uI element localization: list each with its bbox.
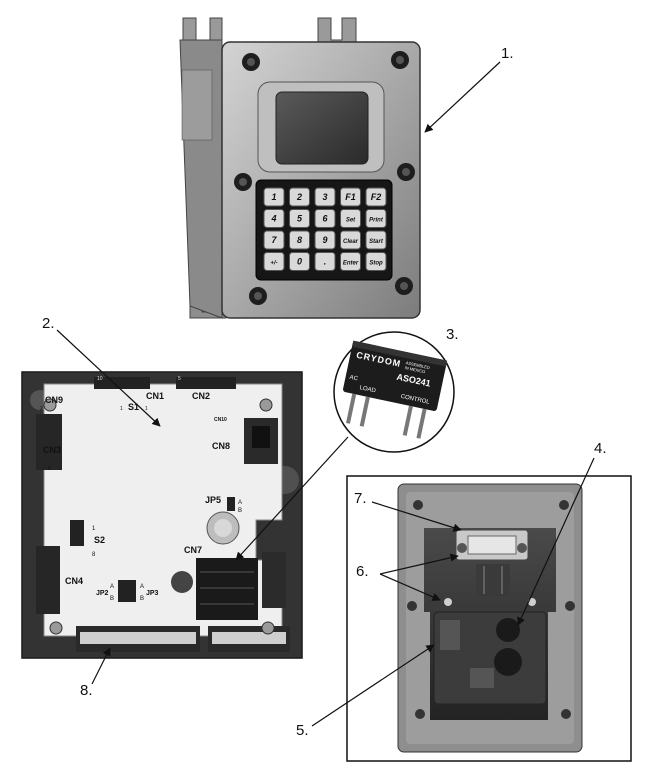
key-label: 0 (297, 257, 302, 267)
key-18 (340, 252, 361, 271)
label-cn10: CN10 (214, 417, 227, 423)
relay-callout: CRYDOM ASSEMBLED IN MEXICO ASO241 AC LOA… (333, 331, 455, 453)
board-labels: CN9 CN1 CN2 CN3 CN8 CN10 JP5 S1 S2 CN7 C… (40, 376, 242, 602)
key-6 (289, 209, 310, 228)
key-label: 4 (270, 214, 276, 224)
leader-6b (379, 573, 441, 601)
key-7 (314, 209, 336, 228)
label-cn4: CN4 (65, 576, 83, 586)
key-17 (314, 252, 336, 271)
key-label: F2 (371, 192, 382, 202)
key-5 (263, 209, 285, 228)
pin-label-1a: 1 (120, 406, 123, 412)
leader-lines (56, 61, 595, 727)
indicator-enclosure (179, 17, 421, 319)
label-s2: S2 (94, 535, 105, 545)
pin-label-5b: 5 (48, 466, 51, 472)
label-jp2-a: A (110, 584, 114, 590)
pin-label-1c: 1 (92, 526, 96, 532)
label-jp3: JP3 (146, 590, 159, 597)
leader-7 (371, 501, 462, 532)
key-label: Print (369, 218, 384, 224)
label-jp3-b: B (140, 596, 144, 602)
relay-note-2: IN MEXICO (404, 365, 425, 374)
key-label: Enter (343, 261, 359, 267)
callout-2: 2. (42, 315, 55, 332)
relay-ac: AC (349, 375, 359, 383)
key-16 (289, 252, 310, 271)
label-cn3: CN3 (43, 445, 61, 455)
key-1 (289, 187, 310, 207)
relay-load: LOAD (359, 385, 377, 394)
key-label: Set (346, 218, 356, 224)
leader-6a (379, 553, 459, 575)
key-9 (365, 209, 387, 228)
key-13 (340, 230, 361, 250)
key-label: Start (369, 239, 384, 245)
key-label: F1 (345, 192, 356, 202)
callout-3: 3. (446, 326, 459, 343)
pin-label-1b: 1 (145, 406, 148, 412)
pin-label-2: 2 (40, 406, 43, 412)
leader-3 (235, 436, 349, 561)
label-jp5: JP5 (205, 495, 221, 505)
callout-5: 5. (296, 722, 309, 739)
key-14 (365, 230, 387, 250)
main-board-photo (21, 371, 303, 659)
key-15 (263, 252, 285, 271)
key-2 (314, 187, 336, 207)
key-label: 3 (322, 192, 327, 202)
key-label: 2 (296, 192, 302, 202)
leader-2 (56, 329, 161, 427)
key-label: 8 (297, 235, 302, 245)
label-s1: S1 (128, 402, 139, 412)
label-cn9: CN9 (45, 395, 63, 405)
key-8 (340, 209, 361, 228)
key-12 (314, 230, 336, 250)
label-jp5-b: B (238, 508, 242, 514)
key-label: 1 (271, 192, 276, 202)
key-label: Clear (343, 239, 359, 245)
key-label: . (324, 257, 327, 267)
key-0 (263, 187, 285, 207)
callout-7: 7. (354, 490, 367, 507)
label-jp5-a: A (238, 500, 242, 506)
callout-8: 8. (80, 682, 93, 699)
callout-4: 4. (594, 440, 607, 457)
key-10 (263, 230, 285, 250)
label-cn1: CN1 (146, 391, 164, 401)
leader-8 (91, 647, 111, 685)
callout-1: 1. (501, 45, 514, 62)
key-label: 7 (271, 235, 277, 245)
relay-note-1: ASSEMBLED (405, 360, 430, 370)
leader-1 (424, 61, 501, 133)
key-label: +/- (270, 261, 277, 267)
key-11 (289, 230, 310, 250)
key-label: 6 (322, 214, 328, 224)
callout-6: 6. (356, 563, 369, 580)
key-label: 9 (322, 235, 327, 245)
label-jp2: JP2 (96, 590, 109, 597)
label-cn8: CN8 (212, 441, 230, 451)
key-4 (365, 187, 387, 207)
enclosure-interior-photo (346, 475, 632, 762)
key-label: 5 (297, 214, 303, 224)
leader-5 (311, 644, 435, 727)
pin-label-8: 8 (92, 552, 96, 558)
leader-4 (517, 457, 595, 626)
label-jp2-b: B (110, 596, 114, 602)
label-cn2: CN2 (192, 391, 210, 401)
keypad: 1 2 3 F1 F2 4 5 6 Set Print 7 8 9 Clear Start +/- 0. Ente… (263, 187, 387, 271)
key-19 (365, 252, 387, 271)
key-3 (340, 187, 361, 207)
label-jp3-a: A (140, 584, 144, 590)
label-cn7: CN7 (184, 545, 202, 555)
key-label: Stop (369, 261, 383, 267)
pin-label-5a: 5 (178, 376, 181, 382)
pin-label-10: 10 (97, 376, 103, 382)
